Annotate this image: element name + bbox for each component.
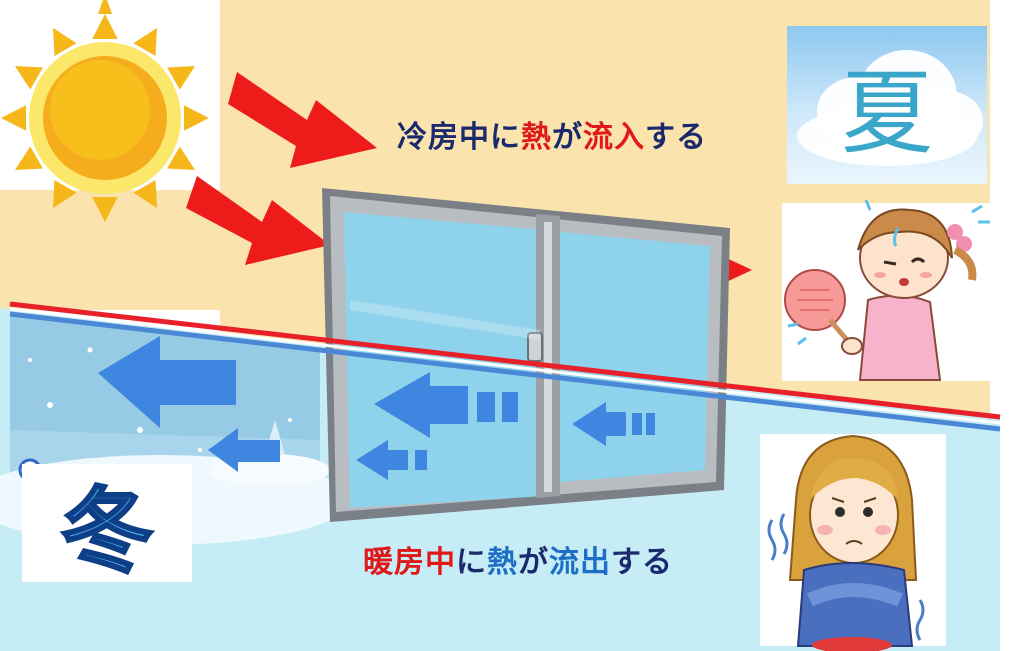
sun-icon [1, 0, 209, 222]
sun-ray [14, 66, 43, 90]
window-icon [322, 188, 730, 522]
sun-ray [53, 180, 77, 209]
caption-part: 流出 [549, 545, 611, 580]
caption-part: 熱 [521, 120, 552, 155]
sun-ray [1, 105, 27, 131]
sun-ray [14, 146, 43, 170]
heat-out-arrow [356, 440, 427, 480]
sun-ray [133, 180, 157, 209]
caption-part: する [645, 120, 707, 155]
winter-label: 冬 [59, 476, 154, 586]
heat-out-arrow [572, 402, 655, 446]
heat-out-arrows [98, 336, 655, 480]
heat-in-arrow [186, 176, 330, 265]
summer-label-card: 夏 [787, 26, 987, 184]
caption-part: が [518, 545, 549, 580]
sun-ray [53, 27, 77, 56]
cold-woman-illustration [767, 434, 925, 651]
sun-ray [183, 105, 209, 131]
caption-part: 熱 [487, 545, 518, 580]
hot-girl-illustration [784, 199, 990, 381]
sun-ray [167, 146, 196, 170]
summer-winter-divider-red [9, 301, 1001, 420]
summer-caption: 冷房中に熱が流入する [397, 112, 707, 156]
cloud-illustration [797, 50, 983, 166]
sun-ray [133, 27, 157, 56]
heat-out-arrow [98, 336, 236, 428]
summer-winter-divider-blue [9, 311, 1001, 432]
heat-in-arrow [228, 72, 377, 168]
caption-part: に [456, 545, 487, 580]
caption-part: が [552, 120, 583, 155]
heat-out-arrow [208, 428, 280, 472]
summer-label: 夏 [840, 59, 933, 167]
caption-part: 冷房中に [397, 120, 521, 155]
caption-part: 流入 [583, 120, 645, 155]
winter-label-card: 冬 [22, 464, 192, 586]
sun-ray [167, 66, 196, 90]
winter-caption: 暖房中に熱が流出する [363, 537, 673, 581]
caption-part: する [611, 545, 673, 580]
sun-ray [92, 14, 118, 40]
sun-ray [92, 196, 118, 222]
heat-out-arrow [374, 372, 518, 438]
caption-part: 暖房中 [363, 545, 456, 580]
